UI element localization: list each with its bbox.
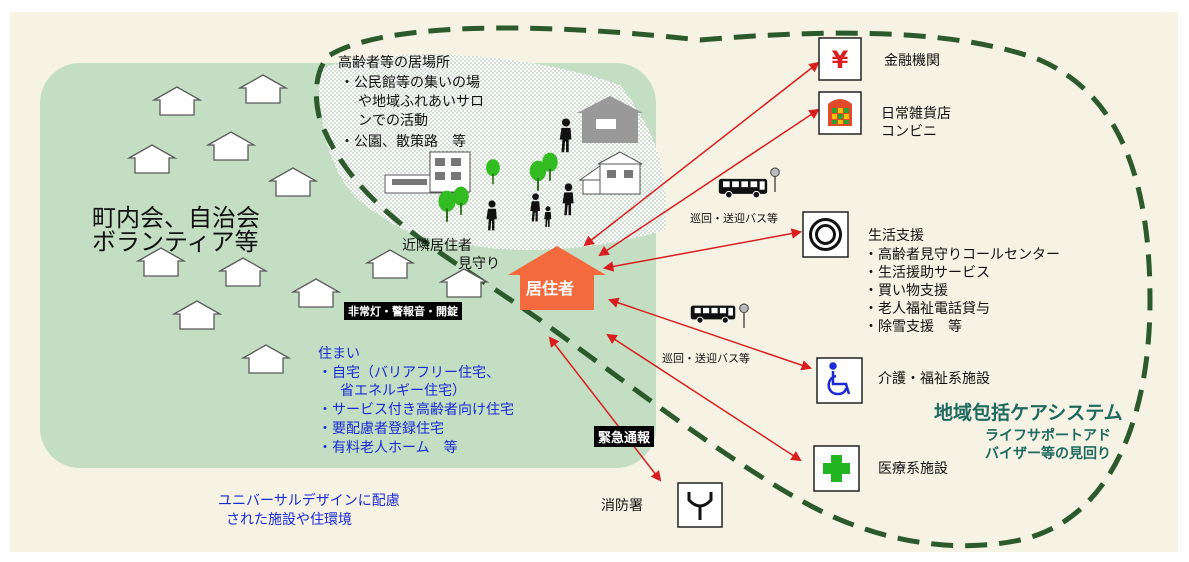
life-support-title: 生活支援 <box>868 228 924 244</box>
gathering-line3: ンでの活動 <box>358 113 428 129</box>
store-label-line1: 日常雑貨店 <box>881 106 951 122</box>
gathering-title: 高齢者等の居場所 <box>338 55 450 71</box>
life-support-line5: ・除雪支援 等 <box>864 319 962 335</box>
life-support-line1: ・高齢者見守りコールセンター <box>864 247 1060 263</box>
neighborhood-title-line1: 町内会、自治会 <box>92 204 260 232</box>
care-system-boundary <box>313 25 1153 549</box>
housing-line3: ・サービス付き高齢者向け住宅 <box>318 402 514 418</box>
store-icon-box <box>818 91 862 135</box>
care-system-title: 地域包括ケアシステム <box>934 402 1123 424</box>
life-support-icon-box <box>802 211 849 258</box>
neighbors-line1: 近隣居住者 <box>402 238 472 254</box>
neighbors-line2: 見守り <box>458 256 500 272</box>
gathering-line2: や地域ふれあいサロ <box>358 94 484 110</box>
life-support-line3: ・買い物支援 <box>864 283 948 299</box>
bus-label-top: 巡回・送迎バス等 <box>690 212 778 225</box>
care-icon-box <box>816 357 863 404</box>
medical-label: 医療系施設 <box>878 461 948 477</box>
housing-title: 住まい <box>318 346 360 362</box>
fire-station-label: 消防署 <box>601 498 643 514</box>
concentric-circle-icon <box>809 218 842 251</box>
emergency-label: 緊急通報 <box>594 426 655 447</box>
yen-icon: ¥ <box>832 46 849 74</box>
gathering-line4: ・公園、散策路 等 <box>340 134 466 150</box>
life-support-line2: ・生活援助サービス <box>864 265 990 281</box>
wheelchair-icon <box>827 362 851 396</box>
housing-line2: 省エネルギー住宅） <box>340 383 466 399</box>
fire-station-icon-box <box>677 482 723 528</box>
fire-station-symbol-icon <box>687 492 713 520</box>
bus-label-bottom: 巡回・送迎バス等 <box>662 352 750 365</box>
resident-label: 居住者 <box>526 279 575 298</box>
neighborhood-title-line2: ボランティア等 <box>92 228 259 256</box>
arrow-life-support <box>602 228 803 272</box>
resident-house-shape <box>508 246 606 310</box>
life-support-line4: ・老人福祉電話貸与 <box>864 301 990 317</box>
housing-line1: ・自宅（バリアフリー住宅、 <box>318 365 500 381</box>
care-system-sub-line1: ライフサポートアド <box>985 428 1111 444</box>
gathering-line1: ・公民館等の集いの場 <box>340 75 480 91</box>
connection-arrows <box>548 61 820 482</box>
arrow-fire-station <box>548 336 662 482</box>
universal-line2: された施設や住環境 <box>226 512 352 528</box>
community-building <box>384 151 471 194</box>
green-cross-icon <box>823 455 850 482</box>
store-label-line2: コンビニ <box>881 124 937 140</box>
housing-line5: ・有料老人ホーム 等 <box>318 440 458 456</box>
universal-line1: ユニバーサルデザインに配慮 <box>218 493 400 509</box>
alarm-label: 非常灯・警報音・開錠 <box>344 302 462 320</box>
medical-icon-box <box>813 445 860 492</box>
bank-icon-box: ¥ <box>818 37 862 81</box>
bank-label: 金融機関 <box>884 53 940 69</box>
care-system-sub-line2: バイザー等の見回り <box>985 446 1111 462</box>
housing-line4: ・要配慮者登録住宅 <box>318 421 444 437</box>
gathering-area <box>318 54 666 250</box>
care-label: 介護・福祉系施設 <box>878 371 990 387</box>
